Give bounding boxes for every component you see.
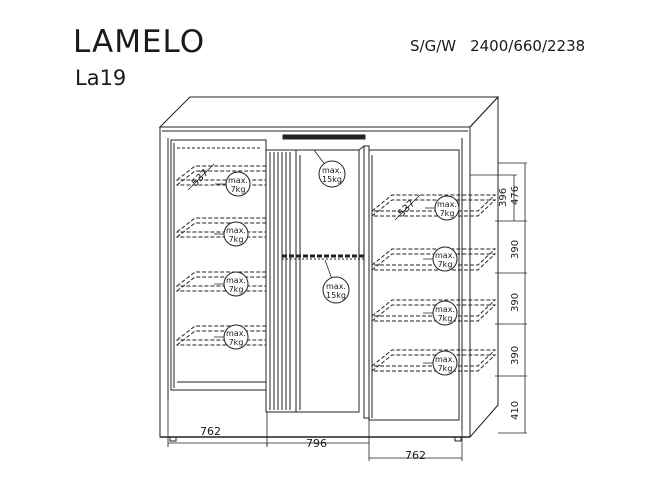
dimension-axes: S/G/W: [410, 37, 457, 55]
load-badge-right-3-text-2: 7kg: [438, 314, 453, 323]
load-badge-right-2: max.7kg: [423, 246, 458, 272]
product-name: LAMELO: [73, 24, 206, 60]
load-badge-right-4-text-1: max.: [435, 355, 455, 364]
load-badge-left-2-text-1: max.: [226, 226, 246, 235]
dimensions-line: S/G/W 2400/660/2238: [410, 37, 648, 55]
load-badge-left-3: max.7kg: [214, 271, 249, 297]
load-badge-left-4: max.7kg: [214, 324, 249, 350]
height-top-inner: 396: [498, 188, 509, 207]
load-badge-right-3: max.7kg: [423, 300, 458, 326]
load-badge-rod-top-text-1: max.: [322, 166, 342, 175]
top-handle: [282, 134, 366, 140]
load-badge-rod-text-1: max.: [326, 282, 346, 291]
height-row3: 390: [510, 293, 521, 312]
load-badge-right-2-text-1: max.: [435, 251, 455, 260]
load-badge-right-1-text-2: 7kg: [440, 209, 455, 218]
width-middle: 796: [306, 437, 327, 450]
width-right: 762: [405, 449, 426, 462]
height-row2: 390: [510, 240, 521, 259]
height-row4: 390: [510, 346, 521, 365]
width-left: 762: [200, 425, 221, 438]
load-badge-right-4: max.7kg: [423, 350, 458, 376]
load-badge-right-2-text-2: 7kg: [438, 260, 453, 269]
load-badge-rod-top-text-2: 15kg: [322, 175, 342, 184]
dimension-values: 2400/660/2238: [470, 37, 586, 55]
load-badge-rod-top: max.15kg: [313, 149, 346, 188]
cabinet-body: [158, 95, 500, 442]
load-badge-right-1-text-1: max.: [437, 200, 457, 209]
model-code: La19: [75, 66, 127, 90]
load-badge-left-4-text-1: max.: [226, 329, 246, 338]
load-badge-left-4-text-2: 7kg: [229, 338, 244, 347]
load-badge-left-1-text-2: 7kg: [231, 185, 246, 194]
load-badge-right-4-text-2: 7kg: [438, 364, 453, 373]
height-dimensions: [470, 162, 527, 434]
load-badge-right-1: max.7kg: [425, 195, 460, 221]
middle-compartment: [265, 145, 370, 419]
load-badge-right-3-text-1: max.: [435, 305, 455, 314]
load-badge-left-2: max.7kg: [214, 221, 249, 247]
height-bottom: 410: [510, 401, 521, 420]
load-badge-left-1-text-1: max.: [228, 176, 248, 185]
load-badge-left-3-text-1: max.: [226, 276, 246, 285]
load-badge-left-3-text-2: 7kg: [229, 285, 244, 294]
load-badge-rod: max.15kg: [322, 259, 350, 304]
height-top-outer: 476: [510, 186, 521, 205]
load-badge-left-2-text-2: 7kg: [229, 235, 244, 244]
width-dimensions: [167, 400, 463, 461]
load-badge-rod-text-2: 15kg: [326, 291, 346, 300]
hanging-rod: [282, 254, 365, 260]
load-badge-left-1: max.7kg: [215, 171, 251, 197]
